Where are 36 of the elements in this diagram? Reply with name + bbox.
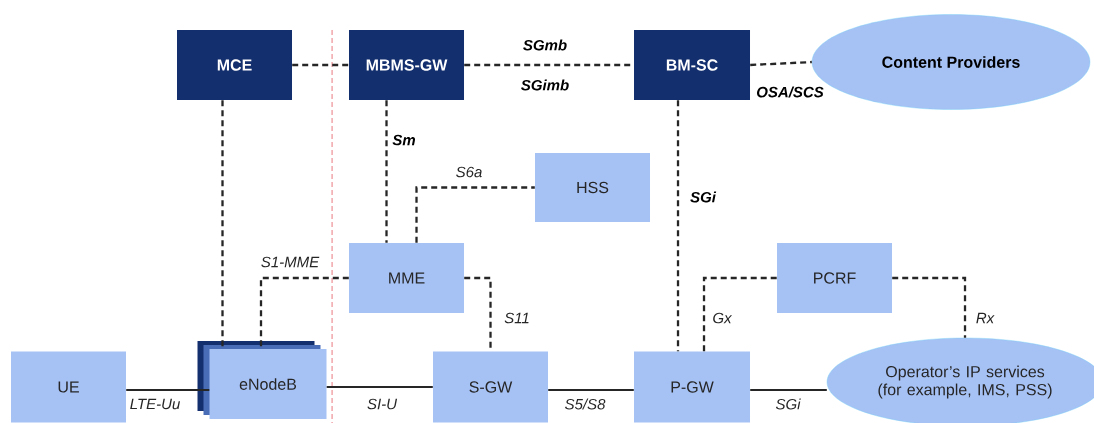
edge-label: SI-U (366, 397, 398, 411)
dashed-connector (292, 63, 349, 67)
stacked-box: eNodeB (197, 341, 327, 419)
network-box: UE (11, 351, 126, 423)
edge-label: Rx (974, 311, 996, 325)
edge-label: S1-MME (259, 255, 321, 269)
dashed-connector (385, 100, 388, 243)
dashed-connector (676, 100, 680, 352)
network-box: MCE (177, 30, 292, 100)
network-box: MBMS-GW (349, 30, 464, 100)
connector (325, 386, 434, 388)
edge-label: Sm (391, 133, 417, 147)
dashed-connector (702, 276, 777, 352)
edge-label: SGi (774, 397, 802, 411)
connector (125, 389, 211, 391)
edge-label: Gx (711, 311, 733, 325)
connector (547, 389, 635, 391)
dashed-connector (259, 276, 349, 349)
edge-label: LTE-Uu (128, 397, 182, 411)
dashed-connector (892, 276, 967, 338)
interface-label: SGimb (519, 78, 571, 92)
edge-label: SGi (689, 190, 717, 204)
edge-label: S11 (503, 311, 531, 325)
network-box: S-GW (433, 351, 548, 423)
dashed-connector (750, 60, 812, 67)
network-box: BM-SC (634, 30, 750, 100)
dashed-connector (415, 186, 535, 243)
edge-label: SGmb (521, 38, 569, 52)
network-box: HSS (535, 153, 650, 222)
network-box: PCRF (777, 243, 892, 313)
connector (749, 389, 828, 391)
dashed-connector (221, 100, 224, 349)
network-box: MME (349, 243, 464, 313)
network-box: P-GW (634, 351, 750, 423)
edge-label: S6a (454, 165, 484, 179)
edge-label: S5/S8 (563, 397, 607, 411)
